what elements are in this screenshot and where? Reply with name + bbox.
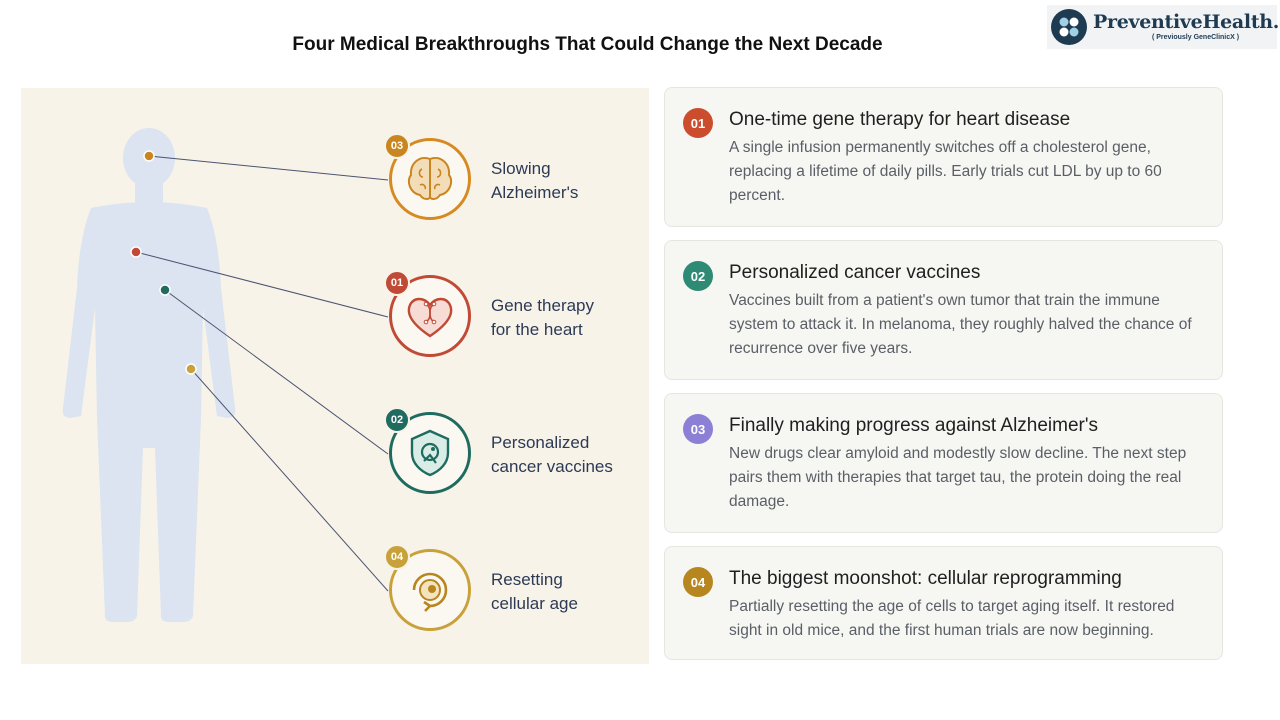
card-badge-alzheimers: 03 — [683, 414, 713, 444]
card-cancer-vaccines[interactable]: 02 Personalized cancer vaccines Vaccines… — [664, 240, 1223, 380]
node-badge-cancer: 02 — [384, 407, 410, 433]
node-label-cancer: Personalized cancer vaccines — [491, 433, 613, 476]
cycle-cell-icon — [412, 572, 448, 612]
card-title-gene: One-time gene therapy for heart disease — [729, 109, 1071, 130]
node-gene-therapy[interactable]: 01 — [384, 270, 471, 357]
node-badge-gene: 01 — [384, 270, 410, 296]
human-body-figure — [62, 128, 236, 622]
card-cellular-reprogramming[interactable]: 04 The biggest moonshot: cellular reprog… — [664, 546, 1223, 660]
card-text-gene: A single infusion permanently switches o… — [729, 139, 1162, 204]
logo-subtitle: ( Previously GeneClinicX ) — [1151, 34, 1240, 41]
card-alzheimers[interactable]: 03 Finally making progress against Alzhe… — [664, 393, 1223, 533]
body-diagram-panel: 03 Slowing Alzheimer's 01 Gene therapy f… — [21, 88, 649, 664]
card-gene-therapy[interactable]: 01 One-time gene therapy for heart disea… — [664, 87, 1223, 227]
logo-mark-icon — [1051, 9, 1087, 45]
logo-name: PreventiveHealth.ai — [1093, 11, 1280, 33]
card-text-cancer: Vaccines built from a patient's own tumo… — [729, 292, 1192, 357]
node-cancer-vaccines[interactable]: 02 — [384, 407, 471, 494]
card-text-cellular: Partially resetting the age of cells to … — [729, 598, 1175, 639]
marker-dot-chest — [130, 246, 142, 258]
brand-logo[interactable]: PreventiveHealth.ai ( Previously GeneCli… — [1047, 5, 1280, 49]
node-label-cellular: Resetting cellular age — [491, 570, 578, 613]
node-alzheimers[interactable]: 03 — [384, 133, 471, 220]
card-badge-gene: 01 — [683, 108, 713, 138]
connector-lines — [130, 150, 389, 592]
marker-dot-head — [143, 150, 155, 162]
card-badge-cancer: 02 — [683, 261, 713, 291]
node-label-alzheimers: Slowing Alzheimer's — [491, 159, 579, 202]
node-label-gene: Gene therapy for the heart — [491, 296, 595, 339]
brain-icon — [407, 157, 453, 200]
node-badge-alzheimers: 03 — [384, 133, 410, 159]
connector-line-cellular — [190, 368, 389, 592]
node-cellular-age[interactable]: 04 — [384, 544, 471, 631]
shield-cell-icon — [410, 429, 450, 477]
connector-line-cancer — [164, 289, 389, 455]
marker-dot-hip — [185, 363, 197, 375]
connector-line-alzheimers — [148, 155, 389, 181]
connector-line-gene — [135, 251, 389, 318]
card-text-alzheimers: New drugs clear amyloid and modestly slo… — [729, 445, 1187, 510]
marker-dot-abdomen — [159, 284, 171, 296]
card-title-cancer: Personalized cancer vaccines — [729, 262, 981, 283]
card-title-alzheimers: Finally making progress against Alzheime… — [729, 415, 1099, 436]
card-badge-cellular: 04 — [683, 567, 713, 597]
card-title-cellular: The biggest moonshot: cellular reprogram… — [729, 568, 1122, 589]
node-badge-cellular: 04 — [384, 544, 410, 570]
heart-dna-icon — [407, 297, 453, 338]
page-title: Four Medical Breakthroughs That Could Ch… — [292, 34, 883, 55]
